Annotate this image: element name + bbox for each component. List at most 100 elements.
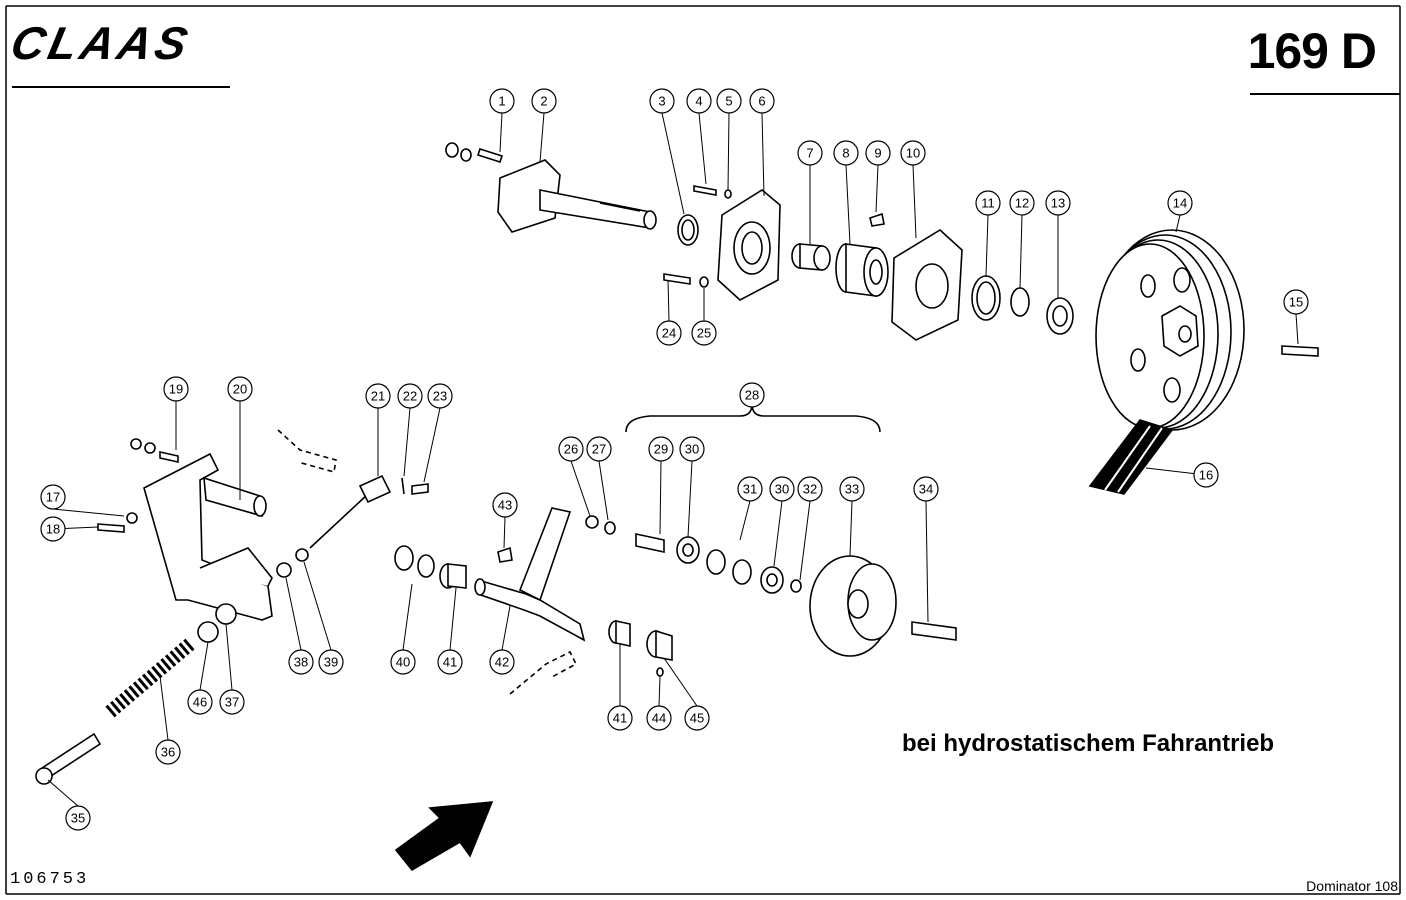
svg-text:34: 34 (919, 482, 933, 497)
svg-text:45: 45 (690, 711, 704, 726)
callout-44: 44 (646, 705, 672, 731)
callout-33: 33 (839, 476, 865, 502)
svg-text:14: 14 (1173, 196, 1187, 211)
svg-text:9: 9 (874, 146, 881, 161)
callout-14: 14 (1167, 190, 1193, 216)
leader-lines (47, 112, 1299, 807)
svg-text:46: 46 (193, 695, 207, 710)
callout-28: 28 (739, 382, 765, 408)
header-rule-left (12, 86, 230, 88)
svg-text:7: 7 (806, 146, 813, 161)
callout-31: 31 (737, 476, 763, 502)
svg-text:18: 18 (46, 522, 60, 537)
callout-17: 17 (40, 484, 66, 510)
svg-text:23: 23 (433, 389, 447, 404)
callout-42: 42 (489, 649, 515, 675)
svg-text:36: 36 (161, 745, 175, 760)
leader-line (503, 516, 506, 549)
leader-line (845, 164, 851, 245)
callout-25: 25 (691, 320, 717, 346)
svg-text:27: 27 (592, 442, 606, 457)
svg-text:16: 16 (1199, 468, 1213, 483)
svg-text:21: 21 (371, 389, 385, 404)
leader-line (501, 605, 511, 651)
callout-7: 7 (797, 140, 823, 166)
svg-text:6: 6 (758, 94, 765, 109)
tensioner-arm-assembly (394, 403, 957, 872)
leader-line (739, 500, 751, 541)
callout-24: 24 (656, 320, 682, 346)
callout-1: 1 (489, 88, 515, 114)
svg-text:30: 30 (775, 482, 789, 497)
leader-line (598, 460, 609, 521)
callout-5: 5 (716, 88, 742, 114)
svg-text:28: 28 (745, 388, 759, 403)
callout-9: 9 (865, 140, 891, 166)
leader-line (285, 577, 302, 651)
leader-line (423, 407, 441, 483)
leader-line (403, 407, 411, 477)
callout-10: 10 (900, 140, 926, 166)
callout-41: 41 (437, 649, 463, 675)
callout-39: 39 (318, 649, 344, 675)
leader-line (658, 675, 661, 707)
callout-22: 22 (397, 383, 423, 409)
callout-30: 30 (679, 436, 705, 462)
leader-line (912, 164, 917, 239)
svg-text:3: 3 (658, 94, 665, 109)
callout-16: 16 (1193, 462, 1219, 488)
svg-text:42: 42 (495, 655, 509, 670)
callout-37: 37 (219, 689, 245, 715)
callout-21: 21 (365, 383, 391, 409)
svg-text:19: 19 (169, 382, 183, 397)
callout-29: 29 (648, 436, 674, 462)
leader-line (849, 500, 853, 557)
svg-text:41: 41 (443, 655, 457, 670)
callout-12: 12 (1009, 190, 1035, 216)
callout-4: 4 (686, 88, 712, 114)
svg-text:17: 17 (46, 490, 60, 505)
upper-shaft-assembly (445, 142, 1319, 495)
model-name: Dominator 108 (1306, 878, 1398, 894)
leader-line (1175, 214, 1181, 233)
leader-line (303, 561, 332, 651)
leader-line (225, 623, 233, 691)
svg-text:38: 38 (294, 655, 308, 670)
callout-11: 11 (975, 190, 1001, 216)
svg-text:4: 4 (695, 94, 702, 109)
svg-text:12: 12 (1015, 196, 1029, 211)
leader-line (925, 500, 929, 623)
callout-27: 27 (586, 436, 612, 462)
callout-45: 45 (684, 705, 710, 731)
sheet-border (5, 5, 1401, 895)
leader-line (499, 112, 503, 153)
callout-41: 41 (607, 705, 633, 731)
callout-20: 20 (227, 376, 253, 402)
page-code: 169 D (1247, 23, 1377, 79)
svg-text:13: 13 (1051, 196, 1065, 211)
svg-text:40: 40 (396, 655, 410, 670)
callout-6: 6 (749, 88, 775, 114)
svg-text:35: 35 (71, 811, 85, 826)
svg-text:41: 41 (613, 711, 627, 726)
leader-line (199, 641, 209, 691)
callout-34: 34 (913, 476, 939, 502)
svg-text:25: 25 (697, 326, 711, 341)
tensioner-bracket-assembly (35, 429, 429, 785)
leader-line (570, 460, 591, 517)
callout-35: 35 (65, 805, 91, 831)
svg-text:31: 31 (743, 482, 757, 497)
svg-text:44: 44 (652, 711, 666, 726)
svg-text:10: 10 (906, 146, 920, 161)
header-rule-right (1250, 93, 1400, 95)
leader-line (449, 587, 457, 651)
svg-text:24: 24 (662, 326, 676, 341)
svg-text:37: 37 (225, 695, 239, 710)
callout-30: 30 (769, 476, 795, 502)
leader-line (667, 279, 670, 322)
svg-text:20: 20 (233, 382, 247, 397)
callout-18: 18 (40, 516, 66, 542)
svg-text:2: 2 (540, 94, 547, 109)
